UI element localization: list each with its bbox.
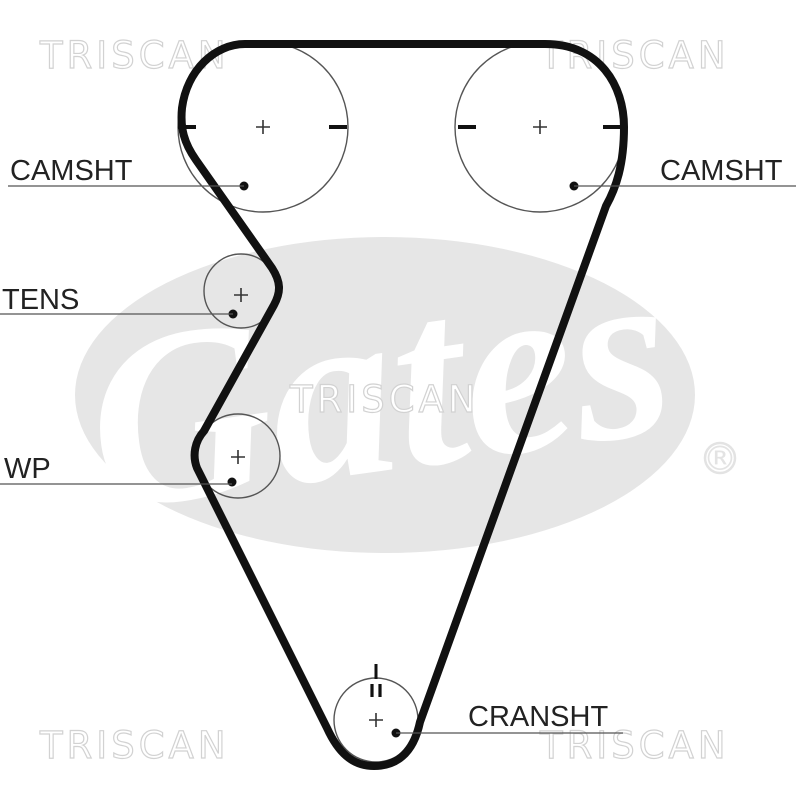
pulley-centres	[231, 120, 547, 727]
camshaft-right-label: CAMSHT	[660, 155, 783, 187]
watermark-bottom-right: TRISCAN	[539, 724, 730, 767]
crankshaft-label: CRANSHT	[468, 701, 608, 733]
labels: CAMSHT CAMSHT TENS WP CRANSHT	[2, 155, 783, 733]
water-pump-centre-icon	[231, 450, 245, 464]
tensioner-label: TENS	[2, 284, 79, 316]
registered-mark-text: ®	[703, 439, 737, 479]
watermarks: TRISCAN TRISCAN TRISCAN TRISCAN TRISCAN	[38, 33, 730, 767]
leader-lines	[0, 185, 796, 734]
crankshaft-centre-icon	[369, 713, 383, 727]
camshaft-right-centre-icon	[533, 120, 547, 134]
camshaft-left-centre-icon	[256, 120, 270, 134]
tensioner-centre-icon	[234, 288, 248, 302]
camshaft-left-label: CAMSHT	[10, 155, 133, 187]
registered-mark-icon	[703, 441, 737, 475]
crankshaft-mark-double-icon	[370, 684, 382, 697]
timing-marks	[178, 125, 621, 697]
water-pump-label: WP	[4, 453, 51, 485]
timing-belt	[177, 40, 628, 770]
water-pump-dot-icon	[227, 477, 237, 487]
watermark-top-right: TRISCAN	[539, 34, 730, 77]
watermark-center: TRISCAN	[289, 378, 480, 421]
watermark-bottom-left: TRISCAN	[39, 724, 230, 767]
